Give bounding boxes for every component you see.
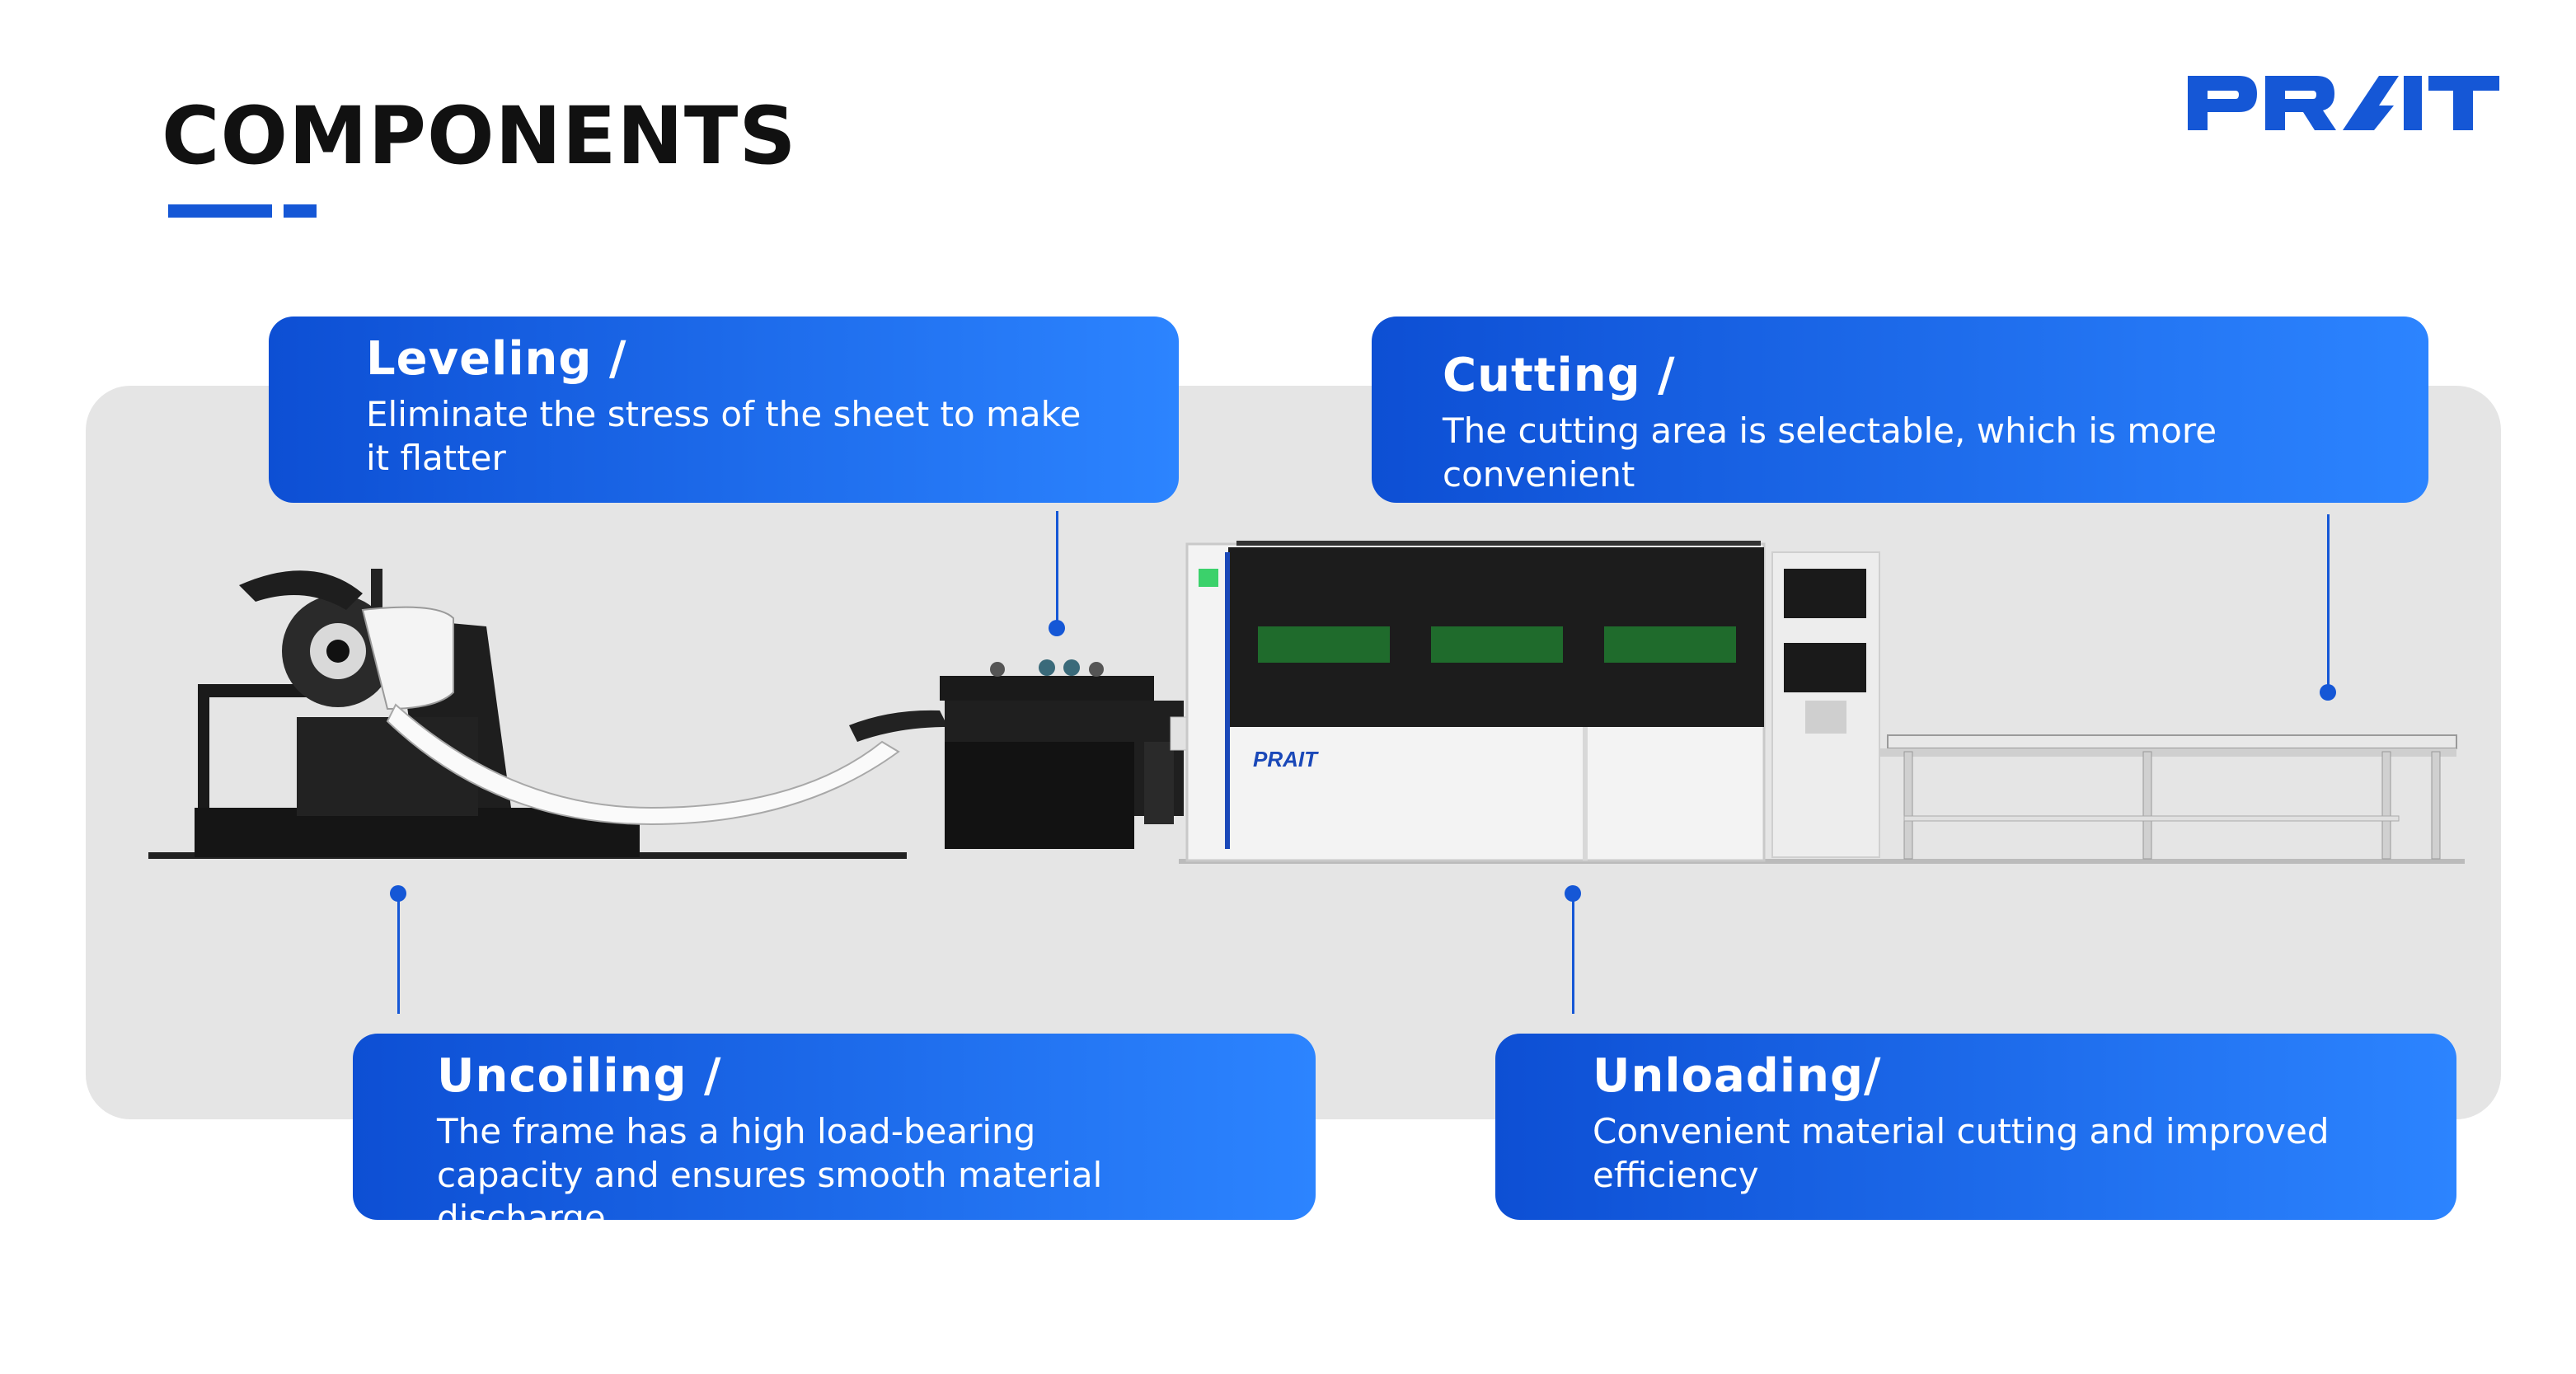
cutting-leader-dot bbox=[2320, 684, 2336, 701]
unloading-title: Unloading/ bbox=[1593, 1049, 1882, 1103]
production-line-illustration: PRAIT bbox=[148, 541, 2465, 864]
unloading-description-line1: Convenient material cutting and improved bbox=[1593, 1111, 2330, 1152]
leveling-card: Leveling / Eliminate the stress of the s… bbox=[269, 317, 1179, 503]
uncoiling-description-line2: capacity and ensures smooth material dis… bbox=[437, 1154, 1103, 1239]
leveling-leader-dot bbox=[1049, 620, 1065, 636]
leveling-description-line2: it flatter bbox=[366, 437, 506, 478]
unloading-description-line2: efficiency bbox=[1593, 1154, 1759, 1195]
prait-logo bbox=[2188, 76, 2499, 130]
uncoiling-leader-line bbox=[397, 893, 400, 1014]
leveling-leader-line bbox=[1056, 511, 1058, 626]
unloading-leader-line bbox=[1572, 893, 1574, 1014]
uncoiler-machine-icon bbox=[195, 569, 900, 857]
laser-cutter-icon: PRAIT bbox=[1185, 541, 1880, 862]
cutting-card: Cutting / The cutting area is selectable… bbox=[1372, 317, 2428, 503]
title-underline-long bbox=[168, 204, 272, 218]
unloading-card: Unloading/ Convenient material cutting a… bbox=[1495, 1034, 2456, 1220]
title-underline-short bbox=[284, 204, 317, 218]
leveling-title: Leveling / bbox=[366, 332, 627, 386]
uncoiling-title: Uncoiling / bbox=[437, 1049, 722, 1103]
cutting-leader-line bbox=[2327, 514, 2330, 692]
cutting-title: Cutting / bbox=[1443, 349, 1676, 402]
uncoiling-card: Uncoiling / The frame has a high load-be… bbox=[353, 1034, 1316, 1238]
uncoiling-description-line1: The frame has a high load-bearing bbox=[437, 1111, 1036, 1152]
page-title: COMPONENTS bbox=[162, 90, 797, 182]
cutting-description-line1: The cutting area is selectable, which is… bbox=[1443, 410, 2217, 495]
leveling-description-line1: Eliminate the stress of the sheet to mak… bbox=[366, 394, 1082, 435]
machine-brand-label: PRAIT bbox=[1253, 747, 1319, 771]
unloading-table-icon bbox=[1879, 734, 2457, 860]
